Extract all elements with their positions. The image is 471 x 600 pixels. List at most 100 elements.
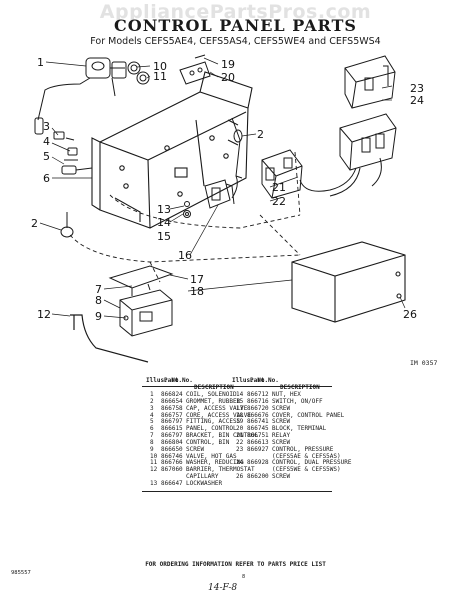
illus-no-cell: 18 [236,411,244,419]
description-cell: (CEFS5WE & CEFS5WS) [272,466,341,474]
header-part-no: Part No. [164,377,193,384]
illus-no-cell: 7 [150,432,154,440]
part-no-cell: 866745 [247,425,269,433]
description-cell: NUT, HEX [272,391,301,398]
callout-16: 16 [178,249,192,262]
description-cell: CONTROL, BIN [186,438,230,446]
illus-no-cell: 13 [150,479,158,487]
illus-no-cell: 4 [150,411,154,419]
solenoid-coil-and-hot-gas-valve [34,57,150,135]
header-description: DESCRIPTION [280,384,320,391]
on-off-switch [204,179,235,209]
illus-no-cell: 19 [236,418,244,426]
description-cell: CONTROL, PRESSURE [272,445,334,453]
part-no-cell: 866824 [161,391,183,398]
illus-no-cell: 23 [236,445,244,453]
part-no-cell: 866720 [247,404,269,412]
part-no-cell: 866797 [161,432,183,440]
illus-no-cell: 1 [150,391,154,398]
callout-20: 20 [221,71,235,84]
callout-6: 6 [43,172,50,185]
illus-no-cell: 24 [236,459,244,467]
illus-no-cell: 8 [150,438,154,446]
part-no-cell: 866746 [161,452,183,460]
callout-24: 24 [410,94,424,107]
illus-no-cell: 21 [236,432,244,440]
description-cell: CORE, ACCESS VALVE [186,411,252,419]
description-cell: (CEFS5AE & CEFS5AS) [272,452,341,460]
relay [261,149,303,199]
description-cell: LOCKWASHER [186,479,223,487]
header-illus-no: Illus. No. [232,377,269,384]
part-no-cell: 866741 [247,418,269,426]
callout-19: 19 [221,58,235,71]
description-cell: BRACKET, BIN CONTROL [186,432,259,440]
ordering-footnote: FOR ORDERING INFORMATION REFER TO PARTS … [145,561,326,568]
part-no-cell: 866676 [247,411,269,419]
handwritten-note: 14-F-8 [208,583,238,593]
callout-4: 4 [43,135,50,148]
part-no-cell: 866751 [247,432,269,440]
page-subtitle: For Models CEFS5AE4, CEFS5AS4, CEFS5WE4 … [90,36,381,47]
description-cell: SCREW [272,418,291,426]
terminal-block [179,54,211,85]
page-title: CONTROL PANEL PARTS [114,16,357,35]
callout-14: 14 [157,216,171,229]
illus-no-cell: 11 [150,459,158,467]
callout-numbers: 1 2 2 3 4 5 6 7 8 9 10 11 12 13 14 15 16… [31,56,424,323]
description-cell: BLOCK, TERMINAL [272,425,327,433]
part-no-cell: 866927 [247,445,269,453]
part-no-cell: 866647 [161,479,183,487]
description-cell: CONTROL, DUAL PRESSURE [272,459,352,467]
header-description: DESCRIPTION [194,384,234,391]
description-cell: RELAY [272,432,291,440]
callout-leaders [39,57,406,319]
control-panel [91,71,253,229]
illus-no-cell: 6 [150,425,154,433]
description-cell: SCREW [272,404,291,412]
callout-9: 9 [95,310,102,323]
illus-no-cell: 2 [150,397,154,405]
part-no-cell: 866200 [247,473,269,481]
description-cell: SWITCH, ON/OFF [272,397,323,405]
description-cell: PANEL, CONTROL [186,425,237,433]
header-illus-no: Illus. No. [146,377,183,384]
illus-no-cell: 26 [236,473,244,481]
header-part-no: Part No. [250,377,279,384]
part-no-cell: 866615 [161,425,183,433]
illus-no-cell: 9 [150,445,154,453]
description-cell: SCREW [186,445,205,453]
callout-11: 11 [153,70,167,83]
grommet [60,212,74,238]
diagram-id: IM 0357 [410,359,438,367]
callout-22: 22 [272,195,286,208]
part-no-cell: 866712 [247,391,269,398]
exploded-parts-diagram: 1 2 2 3 4 5 6 7 8 9 10 11 12 13 14 15 16… [31,54,424,363]
part-no-cell: 866766 [161,459,183,467]
callout-21: 21 [272,181,286,194]
callout-18: 18 [190,285,204,298]
part-no-cell: 866613 [247,438,269,446]
dashed-wiring-lines [69,151,301,283]
illus-no-cell: 5 [150,418,154,426]
bin-control [108,265,174,337]
